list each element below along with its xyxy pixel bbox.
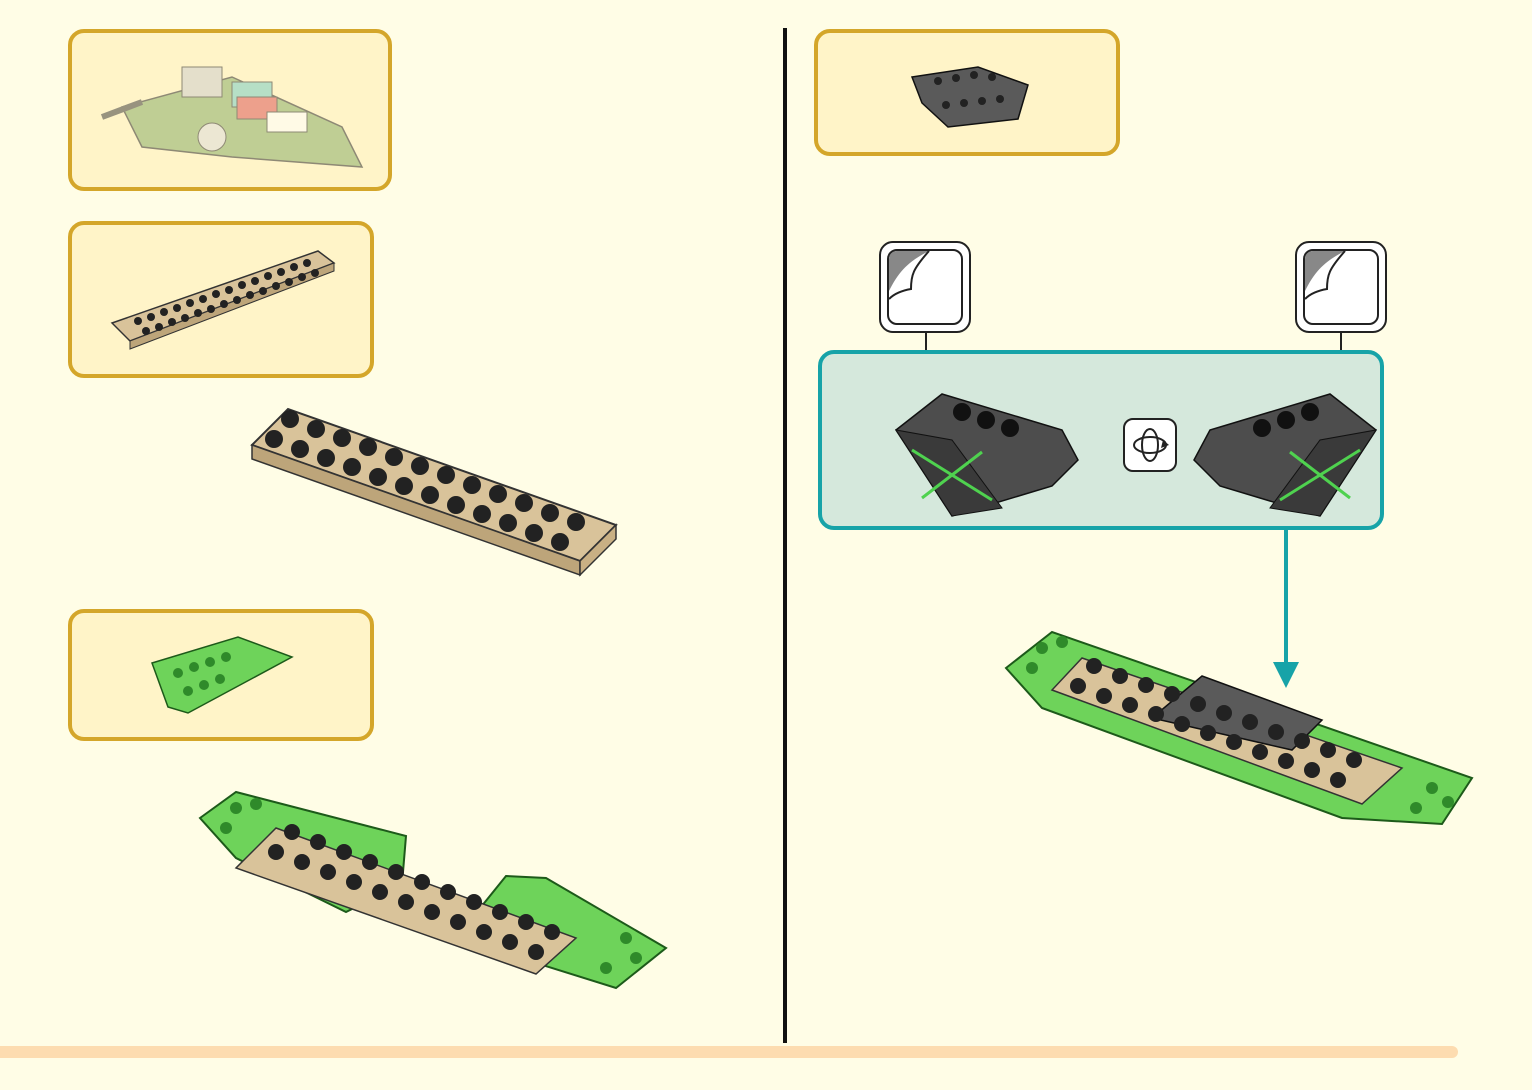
reference-model-icon — [82, 37, 382, 187]
tan-plate-assembly — [248, 405, 628, 585]
sticker-applied-slope-left — [892, 390, 1082, 520]
step-2-parts-frame — [68, 609, 374, 741]
green-wedges-assembly — [196, 788, 676, 998]
sticker-icon — [879, 241, 971, 333]
rotate-icon — [1123, 418, 1177, 472]
green-wedge-plate-icon — [148, 633, 308, 723]
dark-grey-inverted-slope-icon — [908, 63, 1038, 133]
boat-hull-assembly — [1002, 628, 1482, 828]
footer-bar — [0, 1046, 1458, 1058]
tan-2x16-plate-icon — [108, 241, 348, 351]
sticker-sub-assembly-frame — [818, 350, 1384, 530]
page-divider — [783, 28, 787, 1043]
reference-model-frame — [68, 29, 392, 191]
step-3-parts-frame — [814, 29, 1120, 156]
sticker-applied-slope-right — [1190, 390, 1380, 520]
sticker-icon — [1295, 241, 1387, 333]
step-1-parts-frame — [68, 221, 374, 378]
